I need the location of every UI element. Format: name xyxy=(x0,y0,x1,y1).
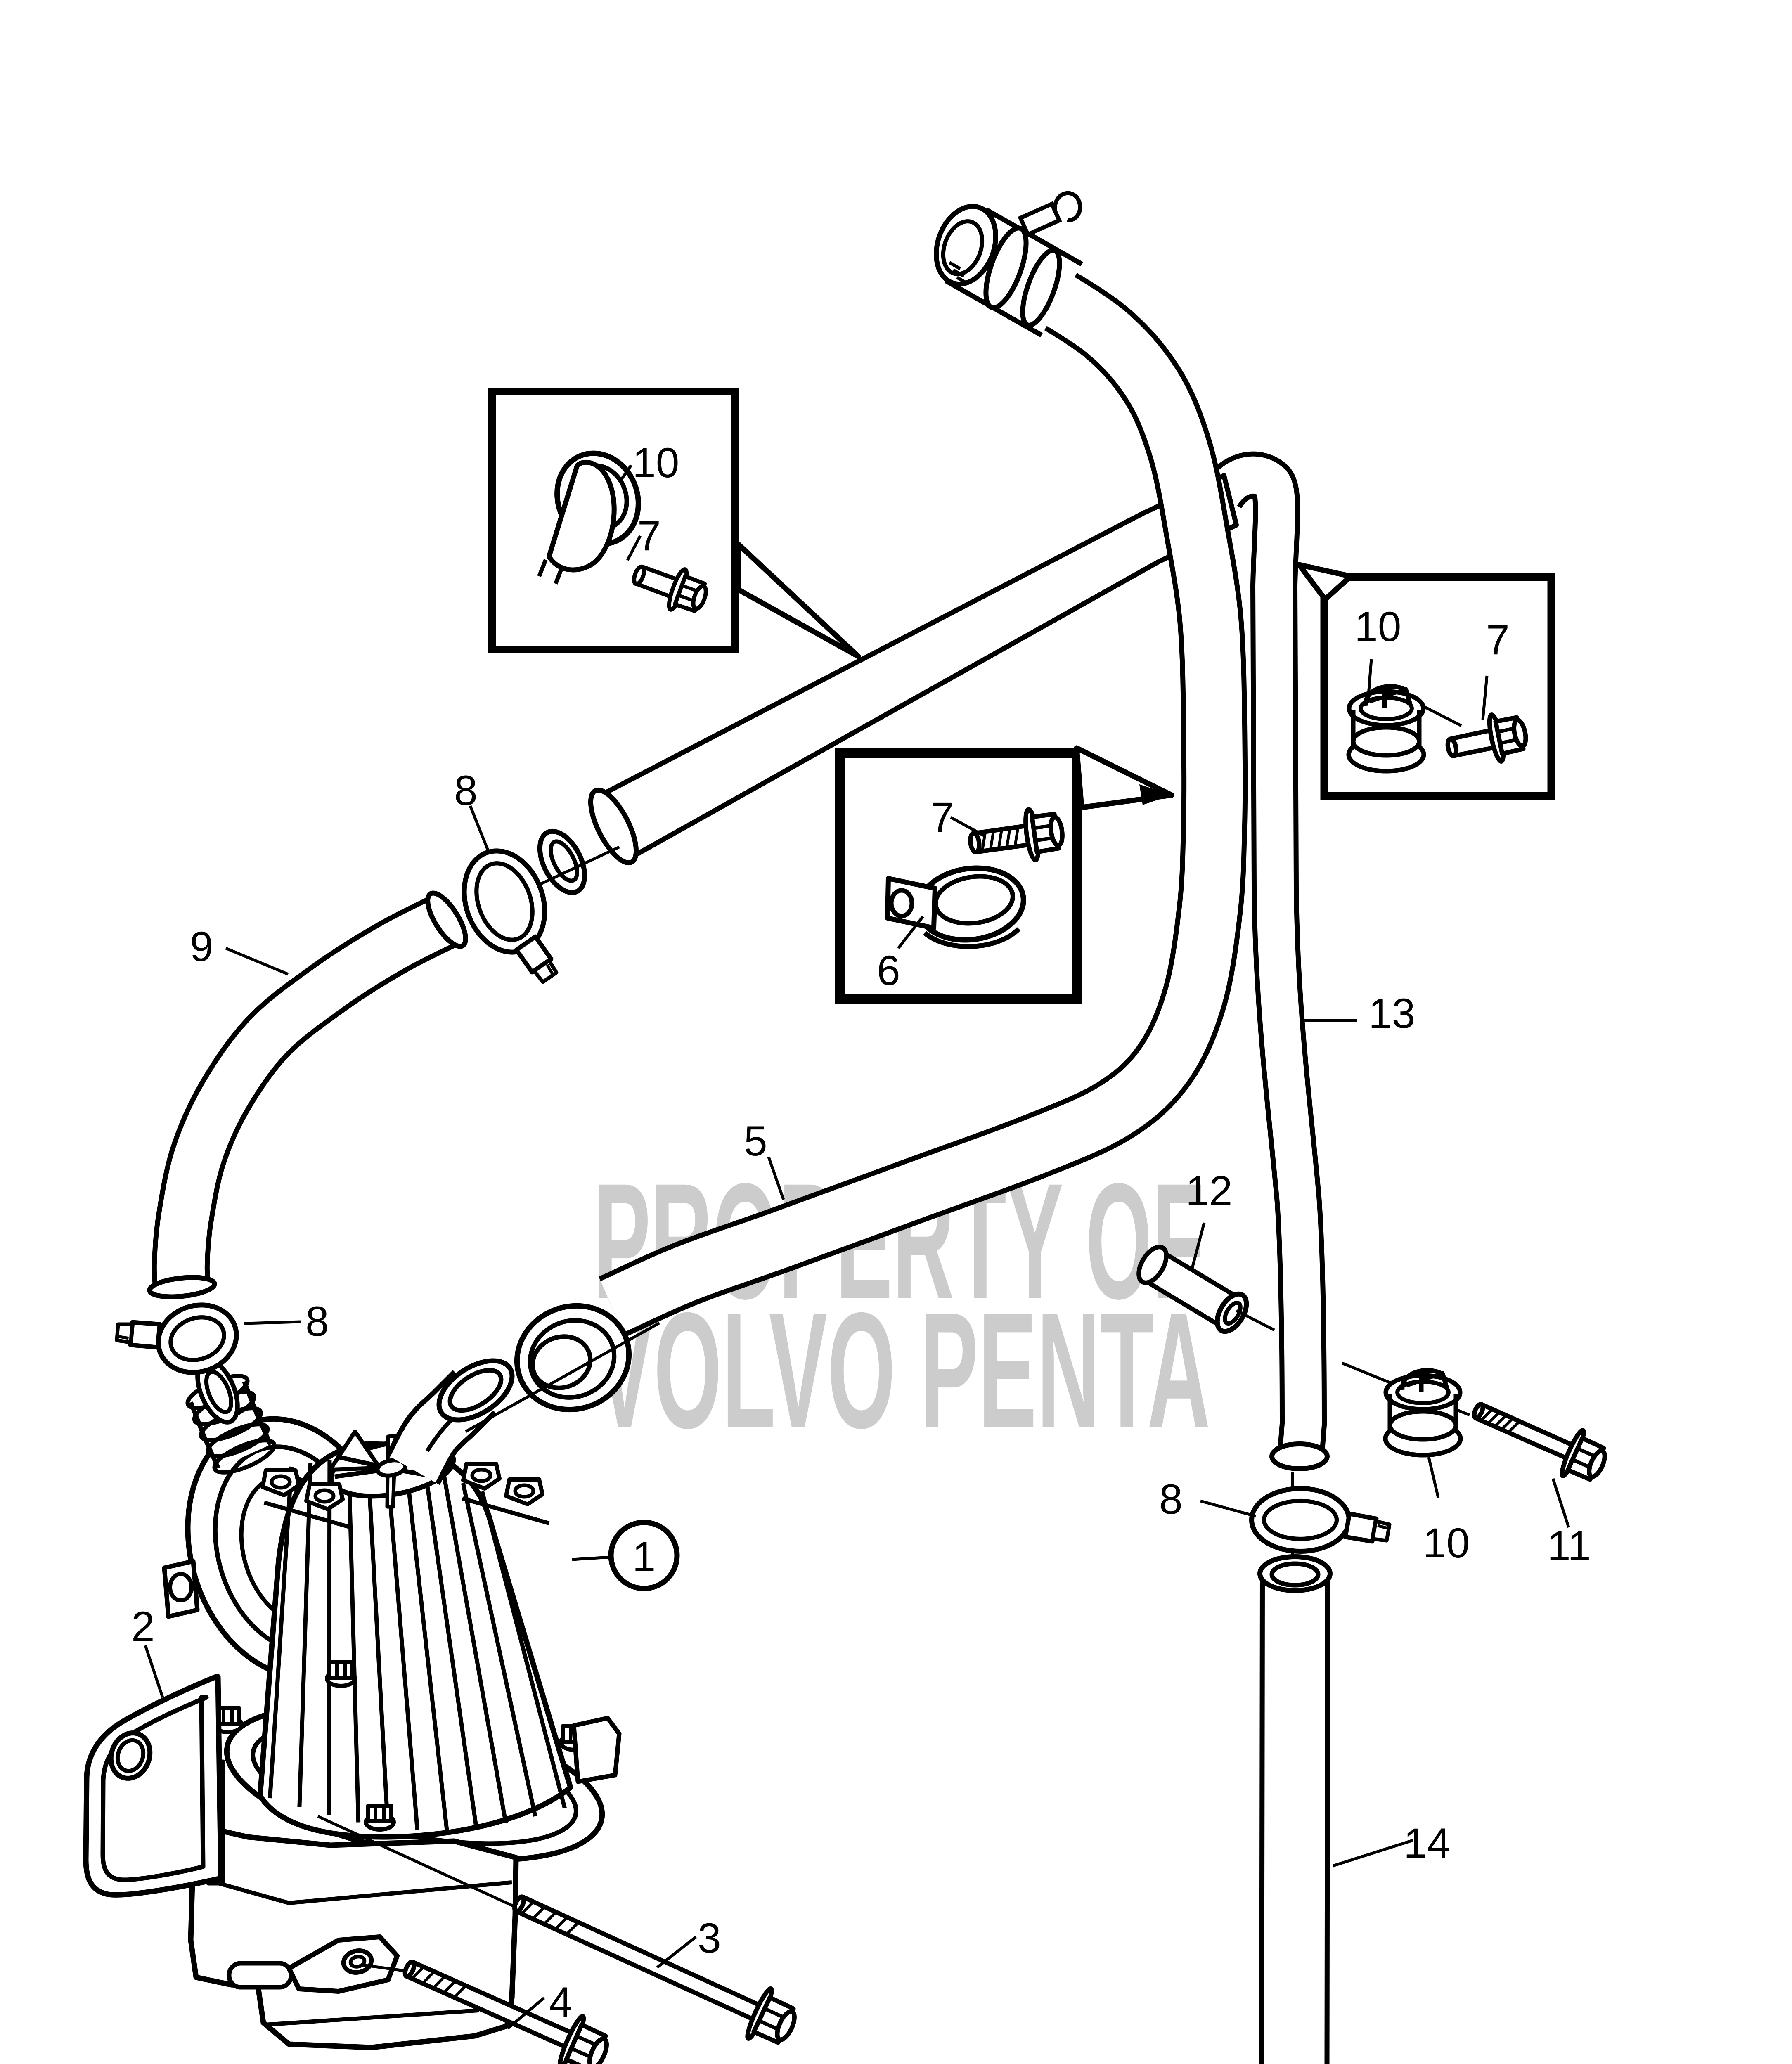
svg-text:10: 10 xyxy=(1423,1520,1470,1567)
svg-text:5: 5 xyxy=(744,1117,767,1165)
svg-text:7: 7 xyxy=(930,794,954,841)
svg-text:7: 7 xyxy=(637,512,661,559)
svg-text:1: 1 xyxy=(632,1533,656,1580)
svg-text:4: 4 xyxy=(549,1979,573,2026)
svg-text:12: 12 xyxy=(1186,1167,1232,1214)
svg-text:8: 8 xyxy=(305,1298,329,1345)
svg-text:14: 14 xyxy=(1404,1820,1450,1867)
svg-text:6: 6 xyxy=(877,947,900,994)
svg-text:10: 10 xyxy=(1354,603,1401,650)
svg-text:11: 11 xyxy=(1547,1522,1591,1569)
svg-text:10: 10 xyxy=(632,439,679,486)
svg-text:3: 3 xyxy=(698,1915,721,1962)
svg-text:8: 8 xyxy=(1159,1476,1183,1523)
svg-text:9: 9 xyxy=(190,923,213,970)
svg-text:VOLVO PENTA: VOLVO PENTA xyxy=(595,1278,1210,1463)
svg-text:2: 2 xyxy=(131,1603,155,1650)
svg-text:7: 7 xyxy=(1486,616,1510,663)
svg-text:8: 8 xyxy=(454,767,478,814)
svg-text:13: 13 xyxy=(1368,990,1415,1037)
